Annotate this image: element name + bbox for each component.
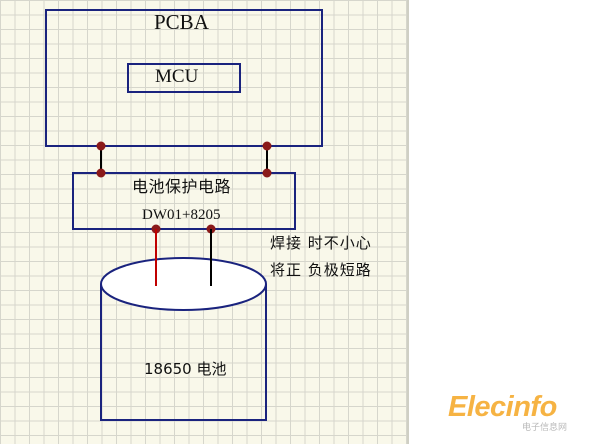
- grid-background: [0, 0, 408, 444]
- warning-note-line1: 焊接 时不小心: [270, 234, 372, 252]
- junction-dot: [262, 141, 272, 151]
- pcba-block: [45, 9, 323, 147]
- junction-dot: [96, 141, 106, 151]
- junction-dot: [96, 168, 106, 178]
- battery-cylinder-body: [100, 284, 267, 421]
- protection-circuit-block: [72, 172, 296, 230]
- protection-chips-label: DW01+8205: [142, 207, 221, 223]
- logo-subtitle: 电子信息网: [522, 423, 568, 433]
- battery-label: 18650 电池: [144, 360, 227, 378]
- protection-circuit-label: 电池保护电路: [132, 177, 232, 196]
- mcu-label: MCU: [155, 66, 199, 87]
- junction-dot: [262, 168, 272, 178]
- grid-border: [407, 0, 409, 444]
- mcu-block: [127, 63, 241, 93]
- pcba-label: PCBA: [154, 10, 209, 34]
- warning-note-line2: 将正 负极短路: [270, 261, 372, 279]
- elecinfo-watermark-logo: Elecinfo 电子信息网: [448, 393, 596, 443]
- battery-cylinder-top: [100, 257, 267, 311]
- logo-text: Elecinfo: [448, 391, 557, 423]
